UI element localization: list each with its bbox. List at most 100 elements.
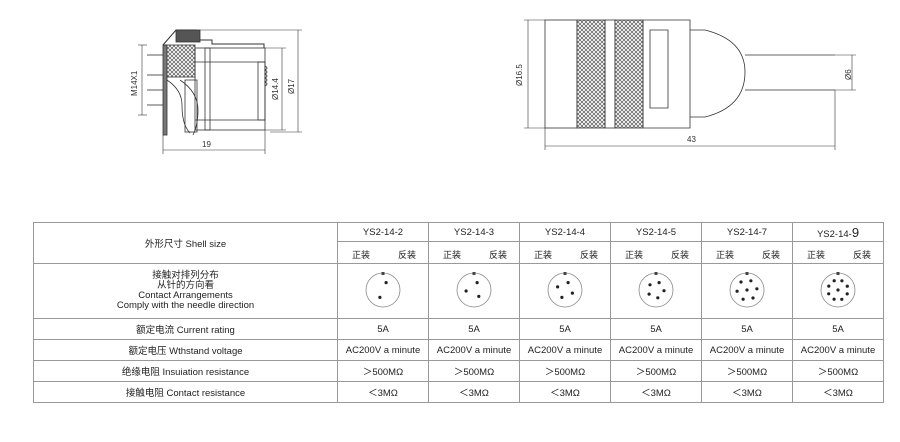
contact-pin [647,292,651,296]
technical-drawing: M14X1 Ø14.4 Ø17 19 Ø16.5 43 Ø6 [130,19,856,154]
model-header: YS2-14-5 [610,222,702,242]
pin-diagram [519,263,611,319]
contact-pin [840,278,844,282]
mount-cell: 正装反装 [792,241,884,264]
model-header: YS2-14-7 [701,222,793,242]
contact-pin [384,280,388,284]
table-cell: ＞500MΩ [337,360,429,382]
contact-pin [560,295,564,299]
spec-table: 外形尺寸 Shell size YS2-14-2 YS2-14-3 YS2-14… [33,222,884,403]
contact-arrangement-label: 接触对排列分布 从针的方向看 Contact Arrangements Comp… [33,263,338,319]
pin-diagram [701,263,793,319]
contact-pin [845,291,849,295]
model-header: YS2-14-3 [428,222,520,242]
row-label: 绝缘电阻 Insuiation resistance [33,360,338,382]
keyway-mark [563,271,567,275]
contact-pin [464,288,468,293]
mount-cell: 正装反装 [701,241,793,264]
contact-pin [566,280,570,284]
table-cell: AC200V a minute [792,339,884,361]
shell-size-label: 外形尺寸 Shell size [33,222,338,264]
contact-pin [840,297,844,301]
mount-cell: 正装反装 [610,241,702,264]
table-cell: ＞500MΩ [610,360,702,382]
table-row: 接触电阻 Contact resistance ＜3MΩ ＜3MΩ ＜3MΩ ＜… [33,381,884,403]
contact-pin [570,291,574,295]
panel-connector-drawing [138,29,302,154]
contact-pin [475,280,479,284]
model-header: YS2-14-4 [519,222,611,242]
thread-dimension-label: M14X1 [130,70,139,96]
connector-face [547,272,583,307]
contact-pin [662,288,666,292]
contact-pin [755,286,759,290]
contact-pin [648,282,652,286]
table-cell: AC200V a minute [519,339,611,361]
row-label: 额定电流 Current rating [33,318,338,340]
table-row: 额定电压 Wthstand voltage AC200V a minute AC… [33,339,884,361]
table-cell: AC200V a minute [610,339,702,361]
plug-connector-drawing [524,19,856,150]
table-cell: ＞500MΩ [428,360,520,382]
mount-cell: 正装反装 [519,241,611,264]
connector-face [638,272,674,307]
pin-diagram [428,263,520,319]
row-label: 额定电压 Wthstand voltage [33,339,338,361]
row-label: 接触电阻 Contact resistance [33,381,338,403]
contact-pin [556,284,560,288]
table-cell: 5A [701,318,793,340]
contact-pin [656,295,660,299]
contact-pin [477,294,481,298]
outer-diameter-label: Ø17 [287,78,296,94]
table-cell: ＞500MΩ [519,360,611,382]
table-cell: 5A [337,318,429,340]
table-cell: 5A [428,318,520,340]
cable-diameter-label: Ø6 [844,69,853,80]
contact-pin [827,291,831,295]
table-cell: ＜3MΩ [792,381,884,403]
contact-pin [739,279,743,284]
left-length-label: 19 [202,140,211,149]
contact-pin [836,287,840,292]
keyway-mark [654,271,658,275]
keyway-mark [381,271,385,275]
pin-diagram [337,263,429,319]
contact-pin [845,284,849,288]
contact-pin [657,280,661,284]
table-cell: 5A [610,318,702,340]
keyway-mark [836,271,840,275]
plug-length-label: 43 [687,135,696,144]
contact-pin [832,278,836,282]
mount-cell: 正装反装 [428,241,520,264]
contact-pin [745,287,749,292]
table-cell: ＜3MΩ [337,381,429,403]
table-cell: AC200V a minute [337,339,429,361]
contact-pin [735,289,739,293]
table-cell: AC200V a minute [428,339,520,361]
table-cell: AC200V a minute [701,339,793,361]
pin-diagram [792,263,884,319]
model-header: YS2-14-2 [337,222,429,242]
table-cell: ＜3MΩ [701,381,793,403]
inner-diameter-label: Ø14.4 [271,78,280,100]
connector-face [456,272,492,307]
contact-pin [827,284,831,288]
plug-diameter-label: Ø16.5 [515,64,524,86]
contact-pin [751,295,755,300]
table-row: 绝缘电阻 Insuiation resistance ＞500MΩ ＞500MΩ… [33,360,884,382]
table-cell: ＜3MΩ [428,381,520,403]
contact-pin [749,278,753,282]
table-cell: ＜3MΩ [519,381,611,403]
connector-face [365,272,401,307]
table-cell: ＜3MΩ [610,381,702,403]
keyway-mark [472,271,476,275]
table-cell: 5A [519,318,611,340]
model-header: YS2-14-9 [792,222,884,242]
mount-cell: 正装反装 [337,241,429,264]
table-cell: 5A [792,318,884,340]
contact-pin [378,295,382,299]
contact-pin [741,297,745,301]
pin-diagram [610,263,702,319]
keyway-mark [745,271,749,275]
table-cell: ＞500MΩ [701,360,793,382]
